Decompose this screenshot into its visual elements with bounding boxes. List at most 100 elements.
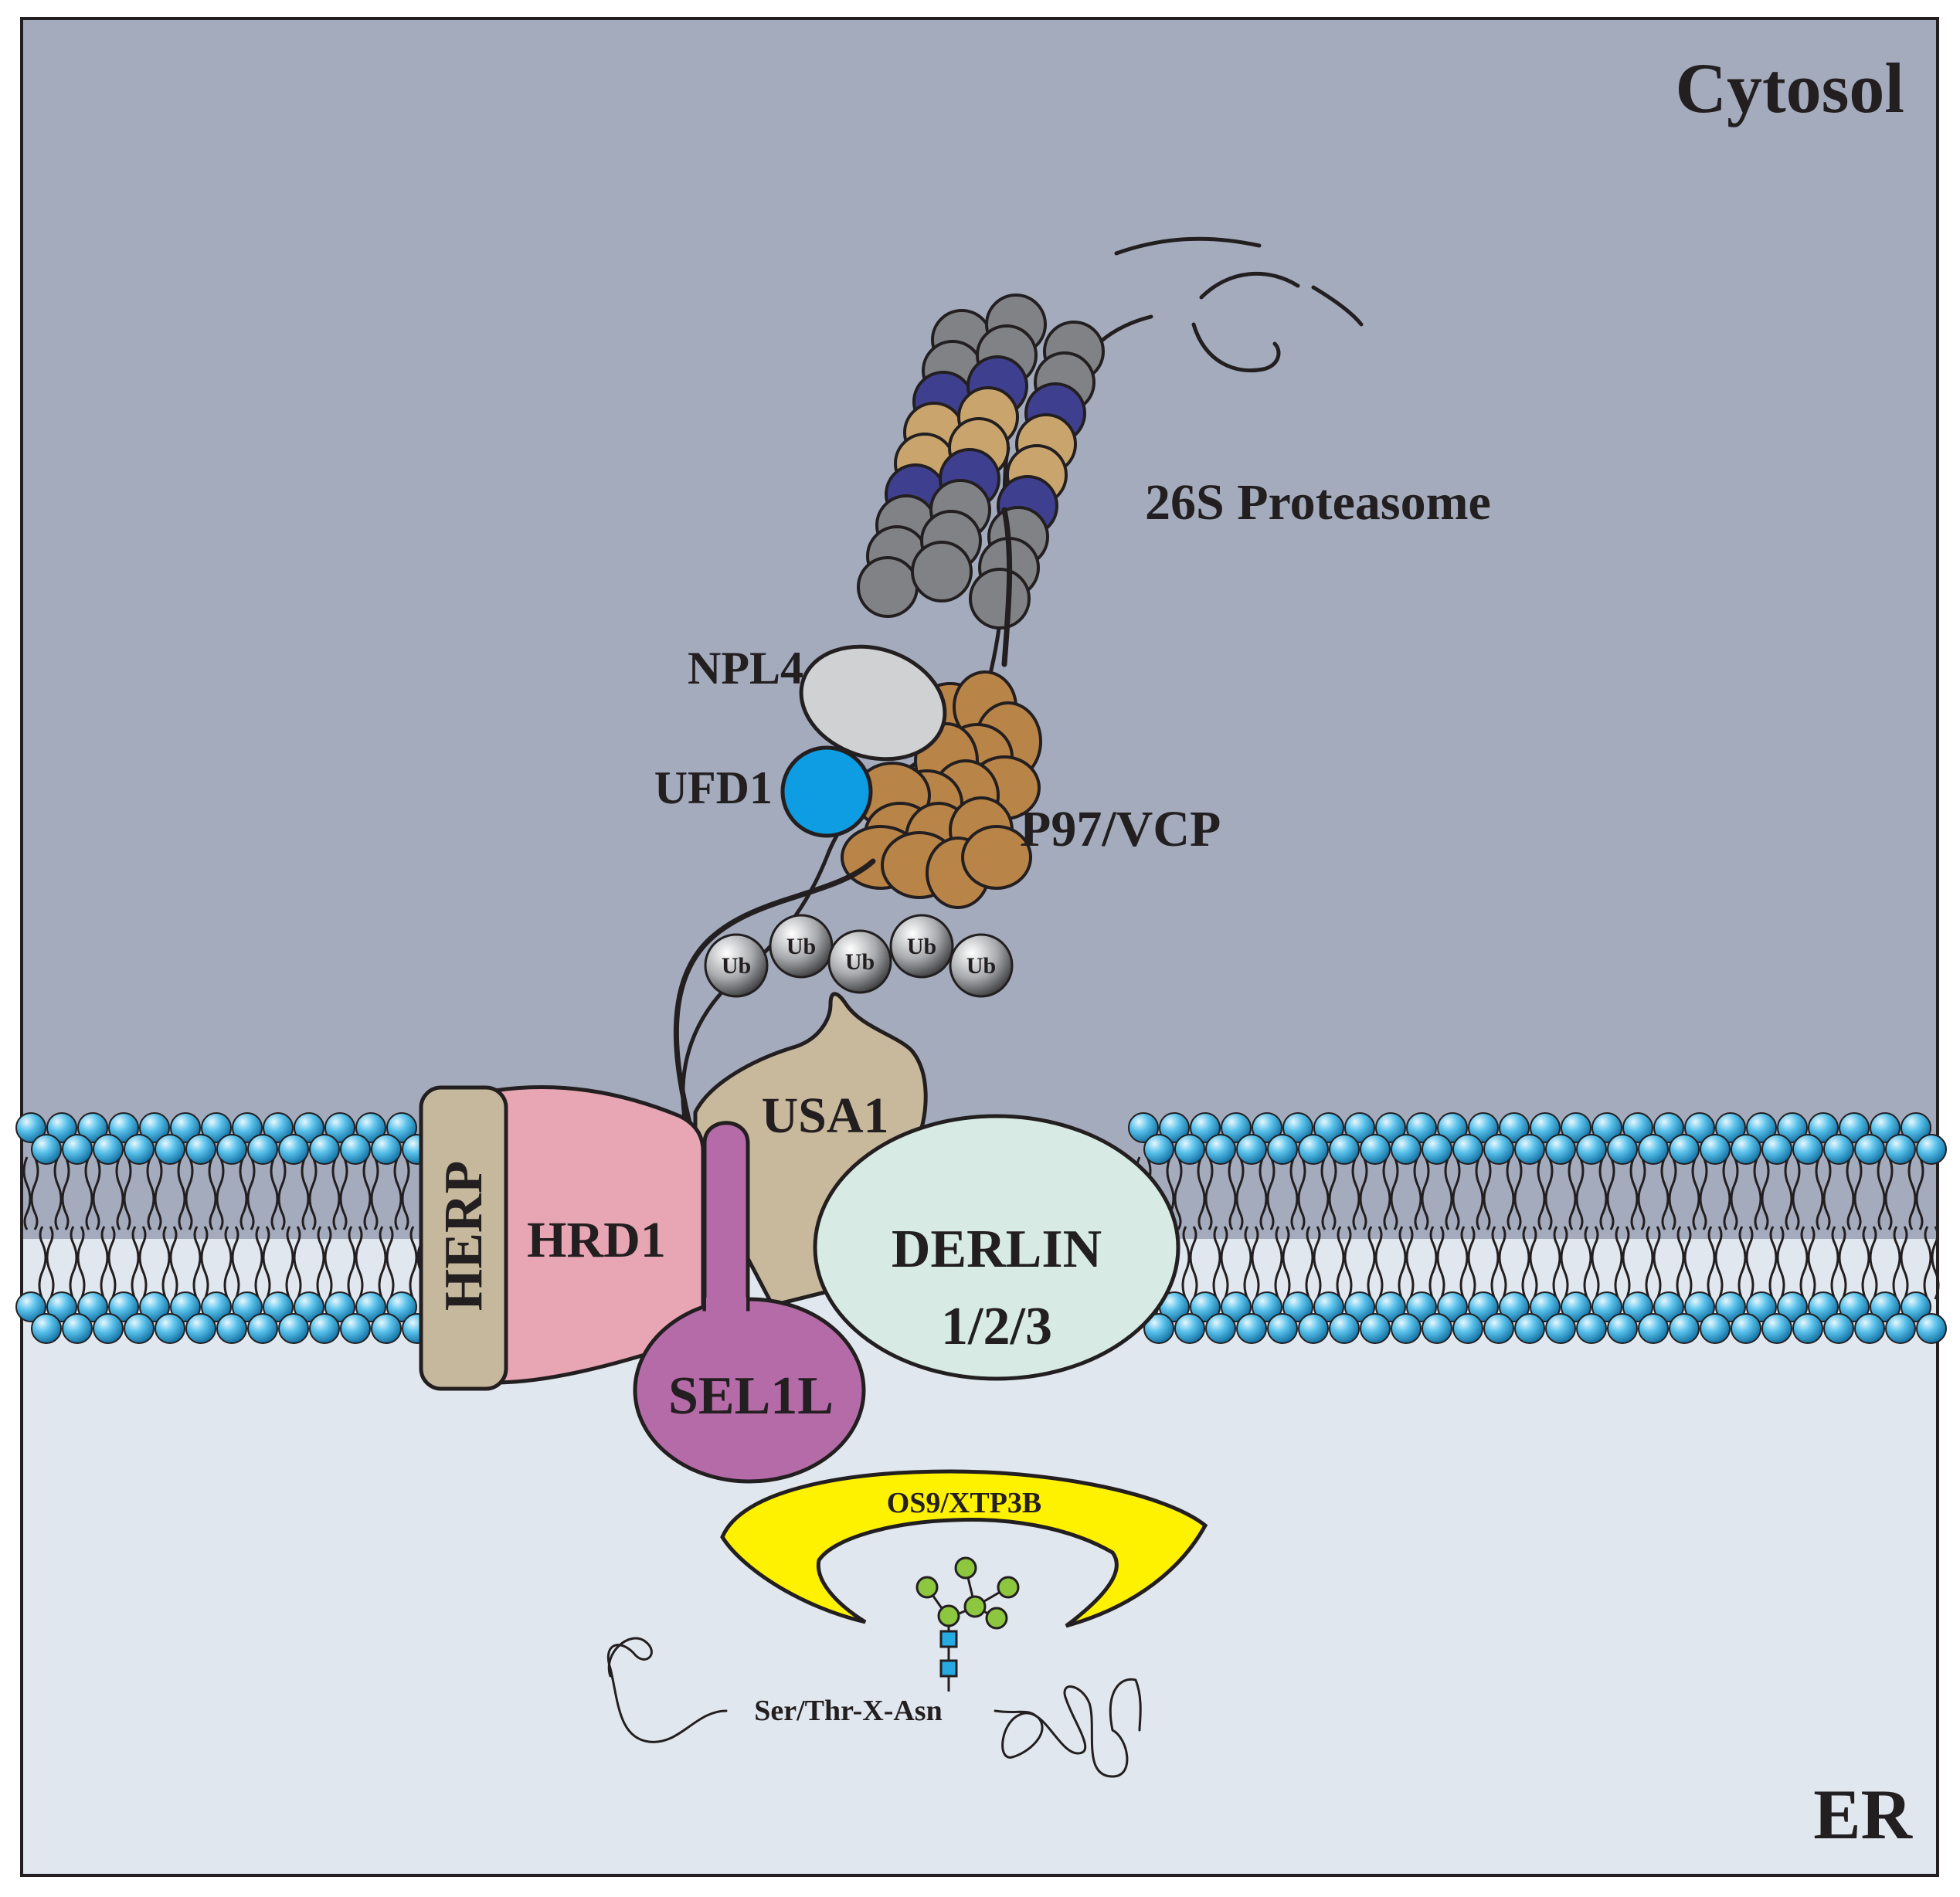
sel1l-label: SEL1L (668, 1366, 834, 1426)
lipid-head (324, 1112, 355, 1143)
lipid-tail (1274, 1226, 1283, 1300)
lipid-tail (200, 1226, 209, 1300)
lipid-tail (138, 1226, 148, 1300)
ufd1-protein (780, 745, 873, 838)
lipid-head (77, 1112, 108, 1143)
lipid-tail (1529, 1226, 1538, 1300)
lipid-head (263, 1112, 294, 1143)
lipid-tail (169, 1226, 178, 1300)
lipid-tail (1560, 1226, 1569, 1300)
lipid-head (1406, 1112, 1437, 1143)
lipid-head (1236, 1134, 1267, 1165)
lipid-tail (1351, 1156, 1360, 1230)
lipid-head (1669, 1134, 1700, 1165)
lipid-head (371, 1313, 402, 1344)
lipid-head (1205, 1134, 1236, 1165)
lipid-tail (1660, 1156, 1670, 1230)
lipid-head (1530, 1291, 1561, 1322)
lipid-head (1591, 1112, 1622, 1143)
usa1-label: USA1 (761, 1088, 888, 1144)
lipid-tail (1598, 1156, 1608, 1230)
lipid-tail (293, 1226, 302, 1300)
lipid-head (1792, 1313, 1823, 1344)
herp-protein (419, 1085, 508, 1391)
lipid-head (1761, 1134, 1792, 1165)
n-glycan (915, 1556, 1020, 1692)
lipid-head (1870, 1112, 1901, 1143)
lipid-head (1313, 1112, 1344, 1143)
lipid-tail (1861, 1226, 1870, 1300)
lipid-head (1483, 1134, 1514, 1165)
lipid-head (1344, 1112, 1375, 1143)
lipid-head (1854, 1134, 1885, 1165)
lipid-tail (324, 1226, 333, 1300)
lipid-head (1823, 1134, 1854, 1165)
lipid-head (1190, 1291, 1221, 1322)
lipid-tail (331, 1156, 341, 1230)
lipid-tail (1575, 1156, 1585, 1230)
glcnac-residue-1 (939, 1630, 958, 1648)
sel1l-protein (633, 1121, 866, 1484)
lipid-tail (1544, 1156, 1554, 1230)
proteasome-subunit (857, 556, 919, 618)
proteasome-subunit (911, 541, 973, 602)
lipid-head (1298, 1134, 1329, 1165)
lipid-tail (1521, 1226, 1530, 1300)
lipid-head (278, 1134, 309, 1165)
lipid-tail (1336, 1226, 1345, 1300)
lipid-head (1700, 1313, 1731, 1344)
lipid-tail (1768, 1226, 1778, 1300)
ubiquitin-label: Ub (966, 953, 996, 979)
lipid-head (1746, 1291, 1777, 1322)
lipid-tail (246, 1156, 256, 1230)
lipid-head (1282, 1112, 1313, 1143)
lipid-head (15, 1291, 46, 1322)
lipid-tail (1676, 1226, 1685, 1300)
lipid-head (31, 1134, 62, 1165)
lipid-head (93, 1313, 124, 1344)
proteasome-subunit (969, 568, 1031, 630)
lipid-head (1684, 1112, 1715, 1143)
lipid-head (216, 1134, 247, 1165)
lipid-tail (1884, 1156, 1894, 1230)
lipid-tail (84, 1156, 93, 1230)
degraded-peptide-fragment-3 (1311, 285, 1364, 327)
lipid-head (232, 1291, 263, 1322)
lipid-tail (1212, 1226, 1221, 1300)
lipid-tail (254, 1226, 263, 1300)
lipid-head (1282, 1291, 1313, 1322)
lipid-tail (308, 1156, 318, 1230)
lipid-head (1916, 1313, 1947, 1344)
lipid-head (1375, 1112, 1406, 1143)
lipid-tail (1343, 1226, 1353, 1300)
er-substrate-polypeptide (606, 1637, 1142, 1778)
proteasome-label: 26S Proteasome (1145, 474, 1491, 531)
lipid-head (1885, 1313, 1916, 1344)
lipid-head (1143, 1134, 1174, 1165)
lipid-head (1854, 1313, 1885, 1344)
lipid-head (1761, 1313, 1792, 1344)
lipid-tail (1799, 1226, 1809, 1300)
lipid-head (1174, 1313, 1205, 1344)
lipid-tail (239, 1156, 248, 1230)
lipid-tail (1637, 1156, 1646, 1230)
lipid-tail (1436, 1226, 1445, 1300)
hrd1-label: HRD1 (527, 1212, 666, 1268)
ubiquitin-3: Ub (827, 929, 892, 994)
lipid-tail (1722, 1156, 1731, 1230)
derlin-label-line1: DERLIN (892, 1220, 1102, 1279)
lipid-head (1329, 1313, 1360, 1344)
degraded-peptide-fragment-1 (1114, 236, 1262, 256)
lipid-tail (1792, 1156, 1801, 1230)
lipid-head (1777, 1291, 1808, 1322)
ubiquitin-2: Ub (769, 914, 834, 979)
lipid-tail (1413, 1156, 1422, 1230)
lipid-head (386, 1291, 417, 1322)
lipid-head (77, 1291, 108, 1322)
lipid-head (1252, 1112, 1282, 1143)
substrate-motif-label: Ser/Thr-X-Asn (754, 1695, 942, 1727)
lipid-head (1375, 1291, 1406, 1322)
lipid-head (1545, 1313, 1576, 1344)
lipid-head (139, 1112, 170, 1143)
lipid-head (1715, 1291, 1746, 1322)
